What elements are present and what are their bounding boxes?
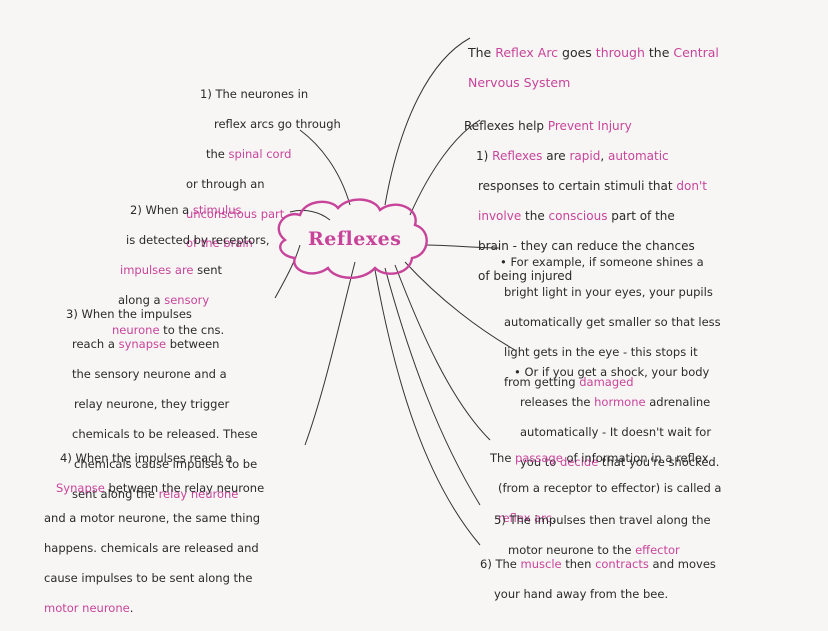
note-r3: • For example, if someone shines a brigh… [500, 255, 721, 389]
branch-right-5 [394, 264, 491, 441]
branch-right-6 [384, 267, 481, 506]
note-r7: 6) The muscle then contracts and moves y… [480, 557, 716, 601]
note-4: 4) When the impulses reach a Synapse bet… [44, 451, 265, 615]
branch-right-3 [424, 244, 501, 249]
branch-left-1 [299, 129, 351, 206]
branch-left-2 [289, 209, 331, 221]
note-r1: The Reflex Arc goes through the Central … [468, 45, 719, 90]
cloud-outline [277, 198, 428, 279]
branch-right-7 [374, 269, 481, 546]
branch-right-4 [404, 261, 516, 351]
note-r4: • Or if you get a shock, your body relea… [514, 365, 720, 469]
note-r6: 5) The impulses then travel along the mo… [494, 513, 711, 557]
branch-left-4 [304, 261, 356, 446]
note-3: 3) When the impulses reach a synapse bet… [66, 307, 258, 501]
mind-map-branches [274, 37, 516, 546]
branch-right-1 [384, 37, 471, 206]
note-r2: Reflexes help Prevent Injury 1) Reflexes… [464, 119, 707, 283]
note-1: 1) The neurones in reflex arcs go throug… [186, 87, 341, 250]
branch-right-2 [409, 119, 481, 216]
branch-left-3 [274, 244, 301, 299]
note-r5: The passage of information in a reflex (… [490, 451, 722, 525]
note-2: 2) When a stimulus is detected by recept… [112, 203, 270, 337]
center-title: Reflexes [308, 228, 402, 250]
